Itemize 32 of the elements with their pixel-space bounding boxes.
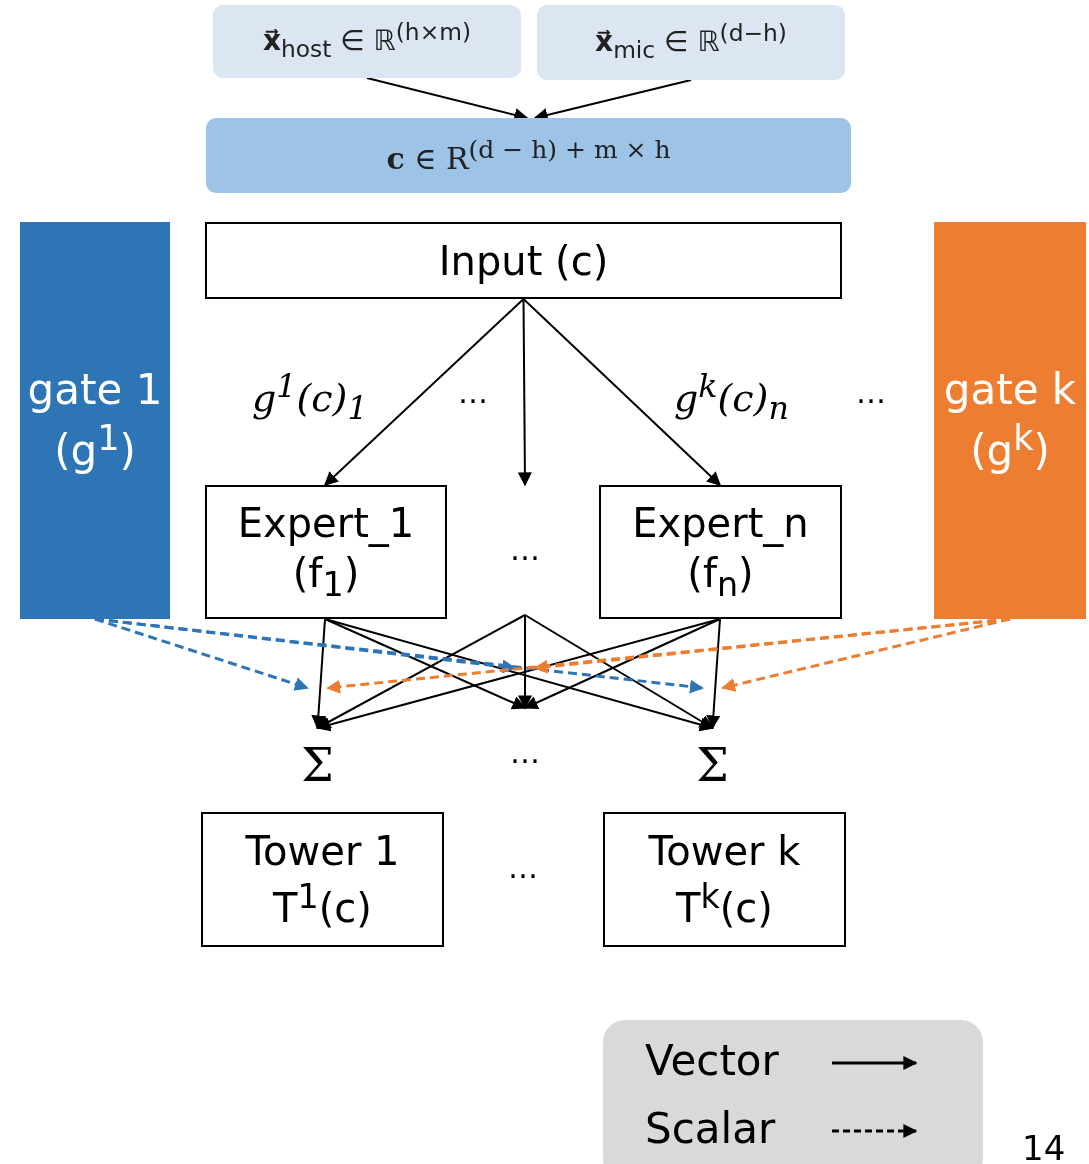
ellipsis: …: [458, 375, 488, 410]
ellipsis: …: [508, 850, 538, 885]
arrow: [706, 618, 721, 730]
process-box: Input (c): [205, 222, 842, 299]
formula-box: x⃗$_{host}$ ∈ ℝ$^{(h×m)}$: [213, 5, 521, 78]
arrow: [316, 614, 526, 729]
arrow: [324, 618, 527, 710]
arrow: [518, 614, 532, 710]
sum-symbol: Σ: [280, 728, 355, 803]
gate-box: gate k (g$^{k}$): [934, 222, 1086, 619]
dashed-arrow: [721, 617, 1011, 692]
legend-text: Vector: [645, 1036, 779, 1085]
process-box: Tower k T$^{k}$(c): [603, 812, 846, 947]
formula-box: c ∈ R$^{(d − h) + m × h}$: [206, 118, 851, 193]
arrow: [311, 618, 326, 730]
ellipsis: …: [856, 375, 886, 410]
dashed-arrow: [94, 617, 704, 694]
process-box: Expert_1 (f$_{1}$): [205, 485, 447, 619]
process-box: Expert_n (f$_{n}$): [599, 485, 842, 619]
arrow: [324, 298, 525, 486]
sum-symbol: Σ: [675, 728, 750, 803]
page-number: 14: [1022, 1128, 1066, 1164]
process-box: Tower 1 T$^{1}$(c): [201, 812, 444, 947]
arrow: [517, 298, 532, 487]
formula-box: x⃗$_{mic}$ ∈ ℝ$^{(d−h)}$: [537, 5, 845, 80]
arrow: [523, 618, 721, 710]
ellipsis: …: [495, 708, 555, 798]
ellipsis: …: [495, 485, 555, 615]
gate-box: gate 1 (g$^{1}$): [20, 222, 170, 619]
legend-text: Scalar: [645, 1104, 776, 1153]
arrow: [524, 614, 714, 729]
arrow: [522, 298, 721, 486]
